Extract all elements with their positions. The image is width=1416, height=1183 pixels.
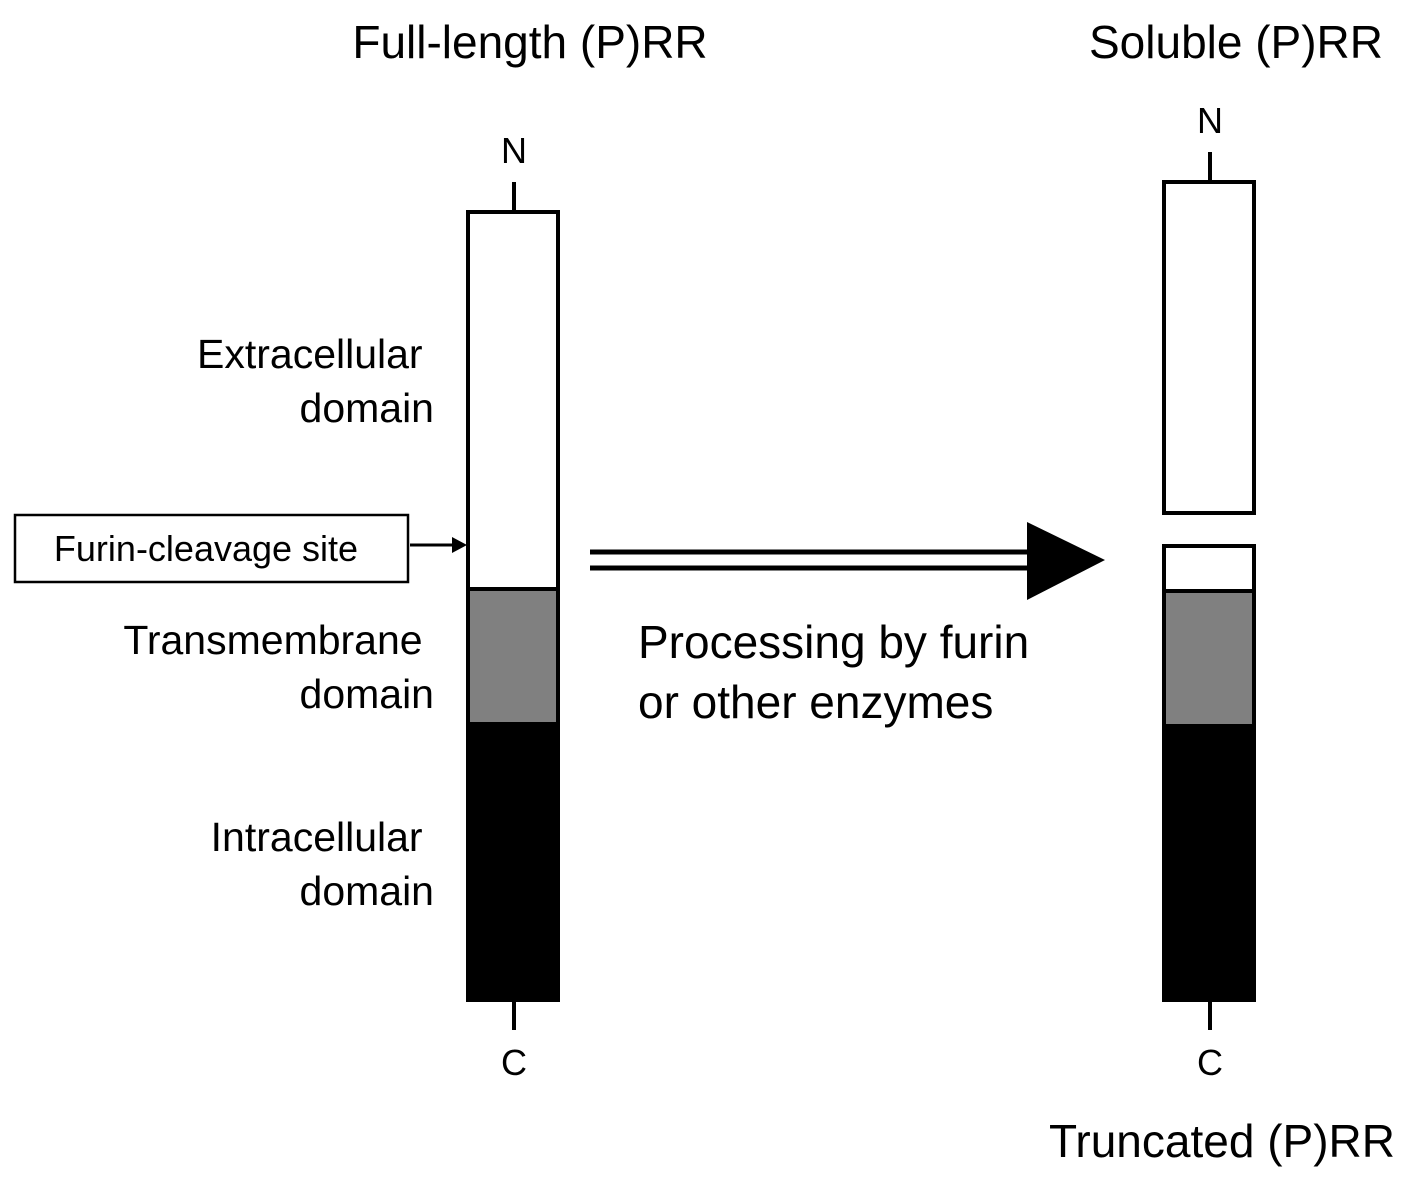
full-length-intracellular-segment	[466, 722, 560, 1002]
truncated-c-terminus: C	[1197, 1042, 1223, 1083]
full-length-transmembrane-segment	[466, 587, 560, 726]
soluble-title: Soluble (P)RR	[1089, 16, 1383, 68]
soluble-n-terminus: N	[1197, 100, 1223, 141]
truncated-transmembrane-segment	[1162, 589, 1256, 728]
full-length-title: Full-length (P)RR	[352, 16, 707, 68]
truncated-extracellular-stub	[1162, 544, 1256, 593]
full-length-extracellular-segment	[466, 210, 560, 591]
full-length-n-terminus: N	[501, 130, 527, 171]
processing-label: Processing by furin or other enzymes	[638, 616, 1042, 728]
processing-arrow-head	[1027, 522, 1105, 600]
transmembrane-domain-label: Transmembrane domain	[123, 617, 434, 717]
truncated-title: Truncated (P)RR	[1049, 1115, 1395, 1167]
cleavage-site-pointer-arrowhead	[452, 537, 467, 553]
extracellular-domain-label: Extracellular domain	[197, 331, 434, 431]
full-length-c-terminus: C	[501, 1042, 527, 1083]
furin-cleavage-site-label: Furin-cleavage site	[54, 528, 358, 569]
intracellular-domain-label: Intracellular domain	[211, 814, 434, 914]
truncated-intracellular-segment	[1162, 724, 1256, 1002]
furin-cleavage-site-box	[13, 513, 410, 584]
soluble-extracellular-segment	[1162, 180, 1256, 515]
